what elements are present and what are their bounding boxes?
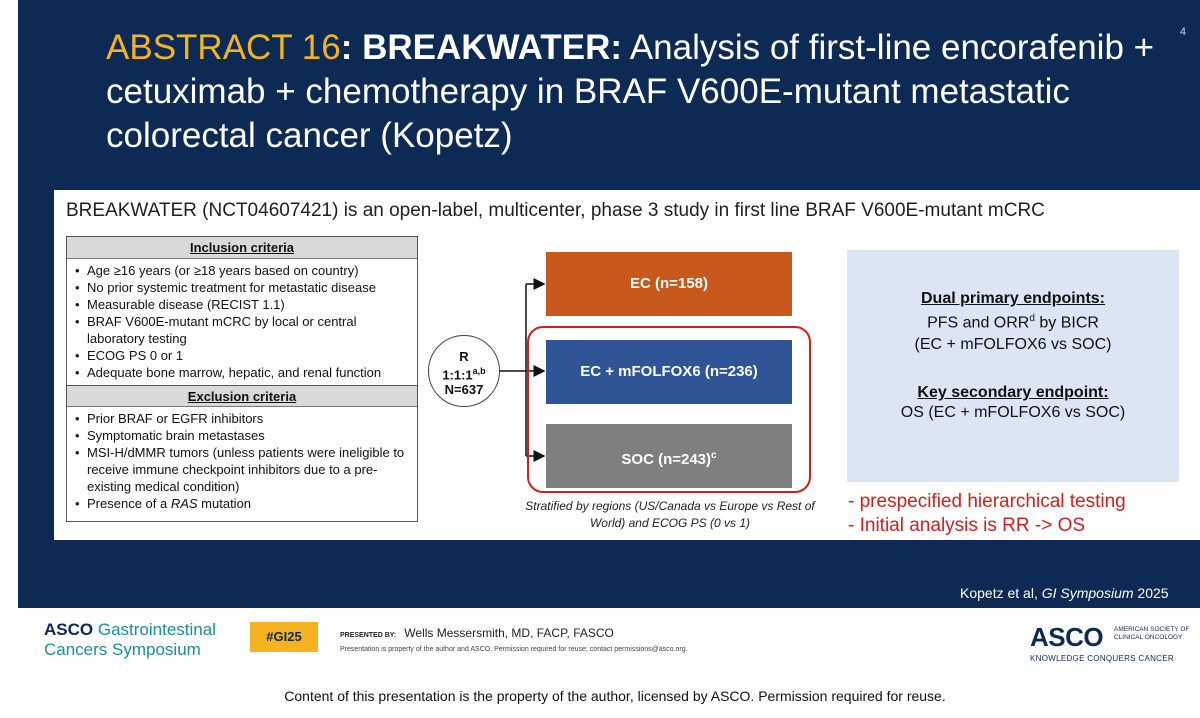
title-description: Analysis of first-line encorafenib + cet… [106, 28, 1155, 155]
inclusion-item: Adequate bone marrow, hepatic, and renal… [73, 364, 411, 381]
exclusion-item: MSI-H/dMMR tumors (unless patients were … [73, 444, 411, 495]
randomization-circle: R 1:1:1a,b N=637 [428, 335, 500, 407]
rand-ratio-value: 1:1:1 [442, 367, 473, 383]
abstract-number: ABSTRACT 16 [106, 28, 341, 67]
exclusion-item: Prior BRAF or EGFR inhibitors [73, 410, 411, 427]
inclusion-item: Measurable disease (RECIST 1.1) [73, 296, 411, 313]
arm-soc: SOC (n=243)c [546, 424, 792, 488]
ras-term: RAS [170, 496, 198, 511]
annotation-notes: - prespecified hierarchical testing - In… [848, 490, 1126, 538]
inclusion-item: No prior systemic treatment for metastat… [73, 279, 411, 296]
inclusion-item: Age ≥16 years (or ≥18 years based on cou… [73, 262, 411, 279]
criteria-box: Inclusion criteria Age ≥16 years (or ≥18… [66, 236, 418, 522]
asco-wordmark: ASCO [1030, 622, 1104, 652]
page-number: 4 [1179, 26, 1186, 38]
arm-soc-footnote: c [711, 450, 717, 461]
citation-year: 2025 [1133, 585, 1169, 601]
secondary-endpoint-heading: Key secondary endpoint: [917, 384, 1109, 402]
exclusion-item: Symptomatic brain metastases [73, 427, 411, 444]
exclusion-heading: Exclusion criteria [67, 385, 417, 407]
secondary-endpoint-line: OS (EC + mFOLFOX6 vs SOC) [900, 404, 1126, 422]
inclusion-list: Age ≥16 years (or ≥18 years based on cou… [67, 259, 417, 385]
study-design-title: BREAKWATER (NCT04607421) is an open-labe… [66, 200, 1045, 221]
endpoints-panel: Dual primary endpoints: PFS and ORRd by … [847, 250, 1179, 482]
rand-n: N=637 [444, 382, 484, 398]
bottom-permission-notice: Content of this presentation is the prop… [284, 688, 946, 704]
primary-endpoint-assessor: by BICR [1034, 314, 1099, 332]
primary-endpoints-heading: Dual primary endpoints: [920, 290, 1106, 307]
flow-arrows [500, 278, 546, 462]
citation-authors: Kopetz et al, [960, 585, 1042, 601]
inclusion-heading: Inclusion criteria [67, 237, 417, 259]
primary-endpoint-names: PFS and ORR [927, 314, 1030, 332]
primary-endpoints-line1: PFS and ORRd by BICR [847, 308, 1179, 334]
citation: Kopetz et al, GI Symposium 2025 [960, 585, 1169, 601]
symposium-logo-line2: Cancers Symposium [44, 640, 201, 659]
exclusion-list: Prior BRAF or EGFR inhibitors Symptomati… [67, 407, 417, 516]
arm-ec: EC (n=158) [546, 252, 792, 316]
exclusion-item: Presence of a RAS mutation [73, 495, 411, 512]
primary-endpoints-line2: (EC + mFOLFOX6 vs SOC) [914, 336, 1112, 354]
annotation-note: - Initial analysis is RR -> OS [848, 515, 1086, 536]
symposium-logo-asco: ASCO [44, 620, 94, 639]
presenter-name: Wells Messersmith, MD, FACP, FASCO [404, 626, 614, 640]
asco-tagline: KNOWLEDGE CONQUERS CANCER [1030, 654, 1174, 663]
title-separator: : [340, 28, 363, 67]
asco-logo: ASCO AMERICAN SOCIETY OF CLINICAL ONCOLO… [1030, 622, 1189, 663]
study-design-panel: BREAKWATER (NCT04607421) is an open-labe… [54, 190, 1200, 540]
arm-soc-label: SOC (n=243) [621, 451, 712, 468]
hashtag-badge: #GI25 [250, 622, 318, 652]
annotation-note: - prespecified hierarchical testing [848, 491, 1126, 512]
rand-ratio: 1:1:1a,b [429, 364, 499, 382]
citation-venue: GI Symposium [1041, 585, 1134, 601]
stratification-note: Stratified by regions (US/Canada vs Euro… [525, 499, 815, 530]
rand-label: R [459, 349, 469, 364]
rand-ratio-footnote: a,b [472, 366, 486, 376]
highlight-box [527, 326, 811, 493]
slide-title: ABSTRACT 16: BREAKWATER: Analysis of fir… [106, 26, 1156, 158]
symposium-logo: ASCO Gastrointestinal Cancers Symposium [44, 620, 216, 660]
presenter-line: PRESENTED BY: Wells Messersmith, MD, FACP… [340, 626, 614, 640]
presented-by-label: PRESENTED BY: [340, 632, 397, 639]
asco-society-name: AMERICAN SOCIETY OF CLINICAL ONCOLOGY [1114, 626, 1190, 641]
arm-ec-mfolfox6: EC + mFOLFOX6 (n=236) [546, 340, 792, 404]
slide-footer: ASCO Gastrointestinal Cancers Symposium … [18, 608, 1200, 680]
permission-notice-small: Presentation is property of the author a… [340, 646, 688, 653]
primary-endpoint-footnote: d [1029, 313, 1035, 324]
left-margin-strip [0, 0, 18, 718]
symposium-logo-gi: Gastrointestinal [93, 620, 216, 639]
inclusion-item: BRAF V600E-mutant mCRC by local or centr… [73, 313, 411, 347]
study-name: BREAKWATER: [362, 28, 622, 67]
inclusion-item: ECOG PS 0 or 1 [73, 347, 411, 364]
